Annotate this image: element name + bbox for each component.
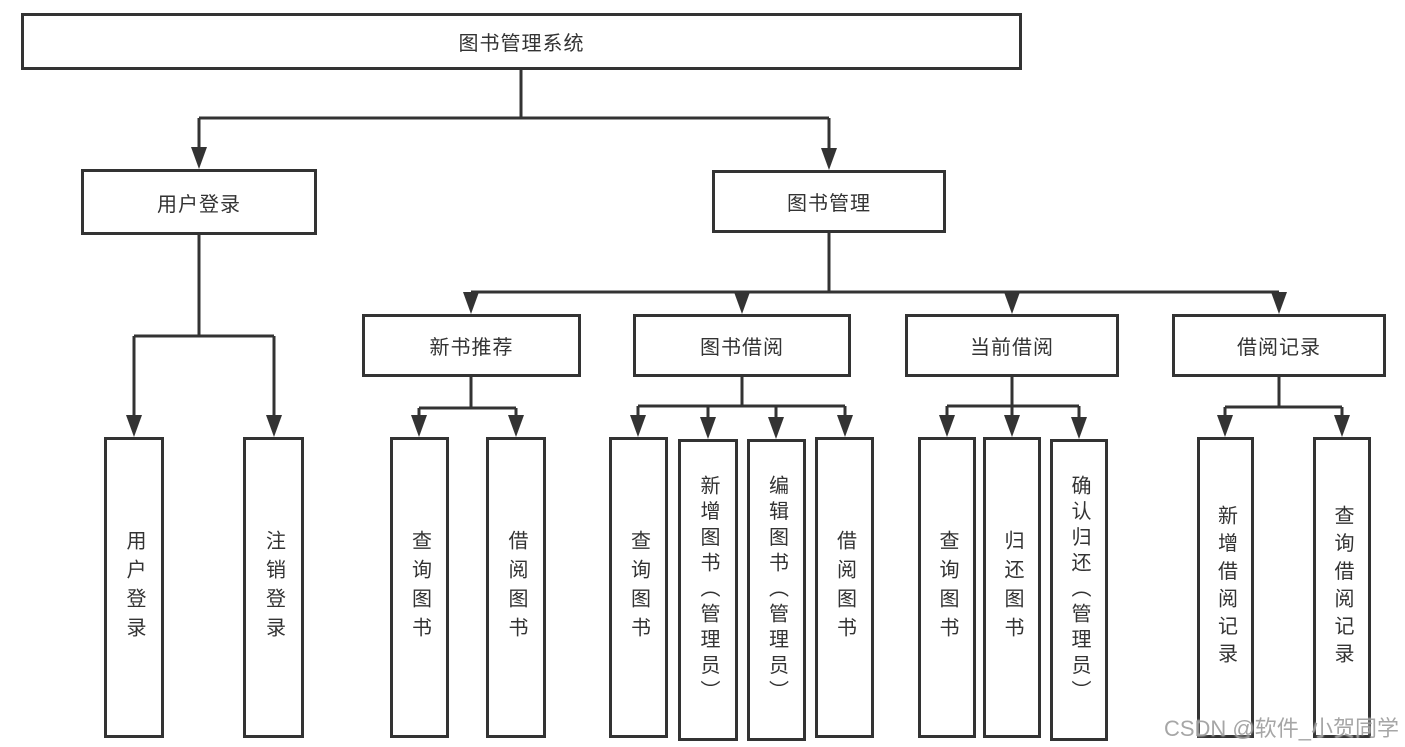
node-current-borrow-label: 当前借阅 — [970, 337, 1054, 359]
node-book-management-label: 图书管理 — [787, 193, 871, 215]
node-borrow-records: 借阅记录 — [1172, 314, 1386, 377]
node-book-borrow: 图书借阅 — [633, 314, 851, 377]
leaf-borrow-book: 借阅图书 — [815, 437, 874, 738]
node-user-login: 用户登录 — [81, 169, 317, 235]
node-current-borrow: 当前借阅 — [905, 314, 1119, 377]
leaf-query-borrow-record: 查询借阅记录 — [1313, 437, 1371, 738]
node-new-book-recommend: 新书推荐 — [362, 314, 581, 377]
node-root-label: 图书管理系统 — [458, 33, 585, 55]
leaf-edit-book-admin: 编辑图书（管理员） — [747, 439, 806, 741]
leaf-add-book-admin: 新增图书（管理员） — [678, 439, 738, 741]
leaf-confirm-return-admin: 确认归还（管理员） — [1050, 439, 1108, 741]
leaf-user-login: 用户登录 — [104, 437, 164, 738]
node-new-book-recommend-label: 新书推荐 — [429, 337, 514, 359]
csdn-watermark: CSDN @软件_小贺同学 — [1163, 716, 1399, 741]
leaf-query-book-recommend: 查询图书 — [390, 437, 449, 738]
node-book-borrow-label: 图书借阅 — [700, 337, 784, 359]
leaf-add-borrow-record: 新增借阅记录 — [1197, 437, 1254, 738]
leaf-return-book: 归还图书 — [983, 437, 1041, 738]
node-user-login-label: 用户登录 — [157, 193, 241, 216]
node-borrow-records-label: 借阅记录 — [1237, 337, 1321, 359]
leaf-logout: 注销登录 — [243, 437, 304, 738]
leaf-query-book-current: 查询图书 — [918, 437, 976, 738]
leaf-query-book-borrow: 查询图书 — [609, 437, 668, 738]
node-root: 图书管理系统 — [21, 13, 1022, 70]
leaf-borrow-book-recommend: 借阅图书 — [486, 437, 546, 738]
node-book-management: 图书管理 — [712, 170, 946, 233]
